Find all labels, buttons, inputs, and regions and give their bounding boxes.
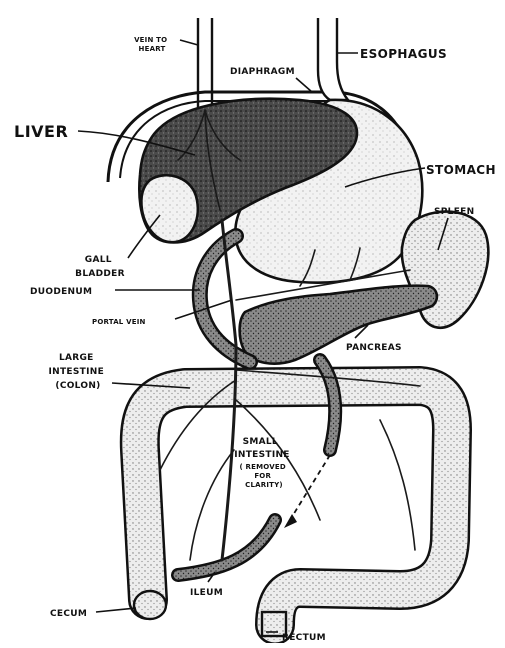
label-ileum: ILEUM bbox=[190, 588, 223, 598]
label-spleen: SPLEEN bbox=[434, 207, 474, 217]
label-gall-bladder: GALL BLADDER bbox=[75, 255, 125, 279]
label-diaphragm: DIAPHRAGM bbox=[230, 67, 295, 77]
label-rectum: RECTUM bbox=[282, 633, 326, 643]
label-vein-to-heart: VEIN TO HEART bbox=[134, 36, 170, 53]
removed-indicator-arrow bbox=[290, 455, 330, 520]
large-intestine-fill bbox=[140, 386, 452, 625]
leader-vein-to-heart bbox=[180, 40, 198, 45]
leader-cecum bbox=[96, 608, 136, 612]
label-pancreas: PANCREAS bbox=[346, 343, 402, 353]
label-stomach: STOMACH bbox=[426, 163, 496, 177]
leader-diaphragm bbox=[296, 78, 312, 92]
label-cecum: CECUM bbox=[50, 609, 87, 619]
label-removed-for-clarity: ( REMOVED FOR CLARITY) bbox=[240, 463, 289, 489]
esophagus bbox=[318, 18, 348, 100]
label-large-intestine: LARGE INTESTINE (COLON) bbox=[49, 353, 108, 391]
label-duodenum: DUODENUM bbox=[30, 287, 92, 297]
label-portal-vein: PORTAL VEIN bbox=[92, 318, 146, 326]
label-liver: LIVER bbox=[14, 122, 68, 141]
vein-to-heart bbox=[198, 18, 212, 110]
cecum bbox=[134, 591, 166, 619]
mesenteric-branch bbox=[236, 400, 320, 520]
pancreas bbox=[240, 286, 437, 364]
label-esophagus: ESOPHAGUS bbox=[360, 47, 447, 61]
mesenteric-branch bbox=[380, 420, 415, 550]
arrowhead-icon bbox=[284, 514, 297, 528]
